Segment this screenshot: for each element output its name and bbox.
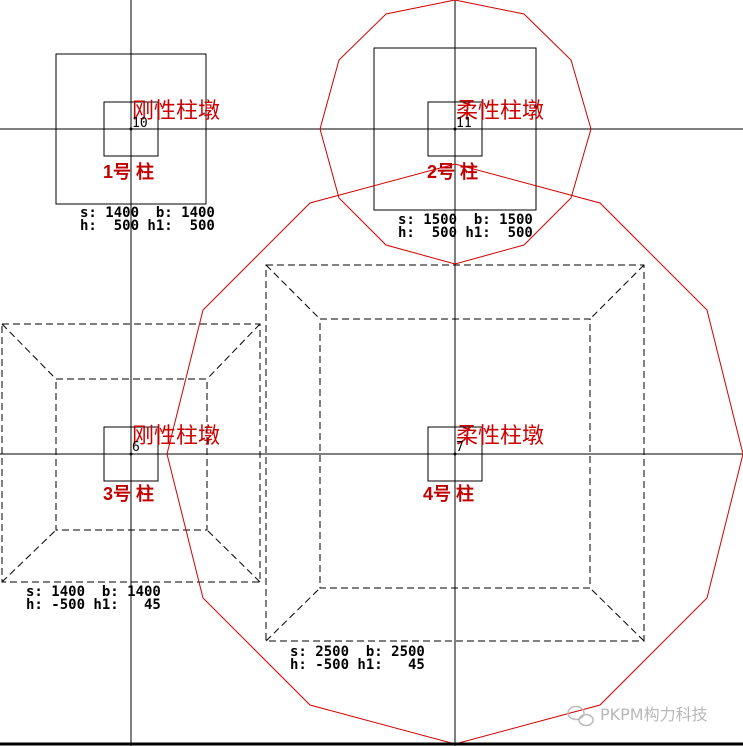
wechat-icon <box>567 705 594 727</box>
pier-2-column <box>427 101 483 157</box>
pier-3: 刚性柱墩 6 3号 柱 s: 1400 b: 1400 h: -500 h1: … <box>1 323 261 613</box>
pier-4-type-label: 柔性柱墩 <box>456 424 544 449</box>
pier-2-dim-line-2: h: 500 h1: 500 <box>398 225 533 241</box>
pier-1-dim-line-2: h: 500 h1: 500 <box>80 218 215 234</box>
pier-3-inner-outline <box>55 378 208 531</box>
pier-1-outline <box>55 53 207 205</box>
pier-2-influence-circle <box>319 0 592 265</box>
pier-1-column-label: 1号 柱 <box>103 161 154 182</box>
pier-4-outer-outline <box>265 264 645 642</box>
pier-4-column <box>427 426 483 482</box>
pier-4-dim-line-1: s: 2500 b: 2500 <box>290 644 425 660</box>
pier-3-outer-outline <box>1 323 261 583</box>
pier-4-column-label: 4号 柱 <box>423 483 474 504</box>
pier-3-type-label: 刚性柱墩 <box>132 424 220 449</box>
pier-4-inner-outline <box>319 318 591 589</box>
pier-3-dim-line-1: s: 1400 b: 1400 <box>26 584 161 600</box>
pier-1-node-number: 10 <box>132 116 148 131</box>
pier-3-slope-edge <box>1 323 57 380</box>
pier-4-dim-line-2: h: -500 h1: 45 <box>290 657 425 673</box>
pier-2-dim-line-1: s: 1500 b: 1500 <box>398 212 533 228</box>
pier-3-dim-line-2: h: -500 h1: 45 <box>26 597 161 613</box>
pier-3-slope-edge <box>1 529 57 583</box>
pier-3-slope-edge <box>206 323 261 380</box>
pier-3-node-number: 6 <box>132 440 140 455</box>
pier-1-column <box>103 101 159 157</box>
pier-2-node-point <box>453 127 457 131</box>
pier-3-slope-edge <box>206 529 261 583</box>
pier-4-slope-edge <box>265 587 321 642</box>
pier-2-outline <box>373 47 537 211</box>
pier-2-column-label: 2号 柱 <box>427 161 478 182</box>
pier-1-node-point <box>129 127 133 131</box>
pier-2-type-label: 柔性柱墩 <box>456 99 544 124</box>
pier-4-slope-edge <box>265 264 321 320</box>
pier-1-type-label: 刚性柱墩 <box>132 99 220 124</box>
pier-3-column-label: 3号 柱 <box>103 483 154 504</box>
pier-4-slope-edge <box>589 587 645 642</box>
pier-2-node-number: 11 <box>456 116 472 131</box>
pier-2: 柔性柱墩 11 2号 柱 s: 1500 b: 1500 h: 500 h1: … <box>319 0 592 265</box>
pier-1: 刚性柱墩 10 1号 柱 s: 1400 b: 1400 h: 500 h1: … <box>55 53 220 234</box>
pier-4-node-point <box>453 452 457 456</box>
pier-3-node-point <box>129 452 133 456</box>
pier-4-node-number: 7 <box>456 440 464 455</box>
watermark: PKPM构力科技 <box>567 705 708 727</box>
pier-1-dim-line-1: s: 1400 b: 1400 <box>80 205 215 221</box>
pier-3-column <box>103 426 159 482</box>
pier-4-slope-edge <box>589 264 645 320</box>
watermark-text: PKPM构力科技 <box>600 705 708 724</box>
